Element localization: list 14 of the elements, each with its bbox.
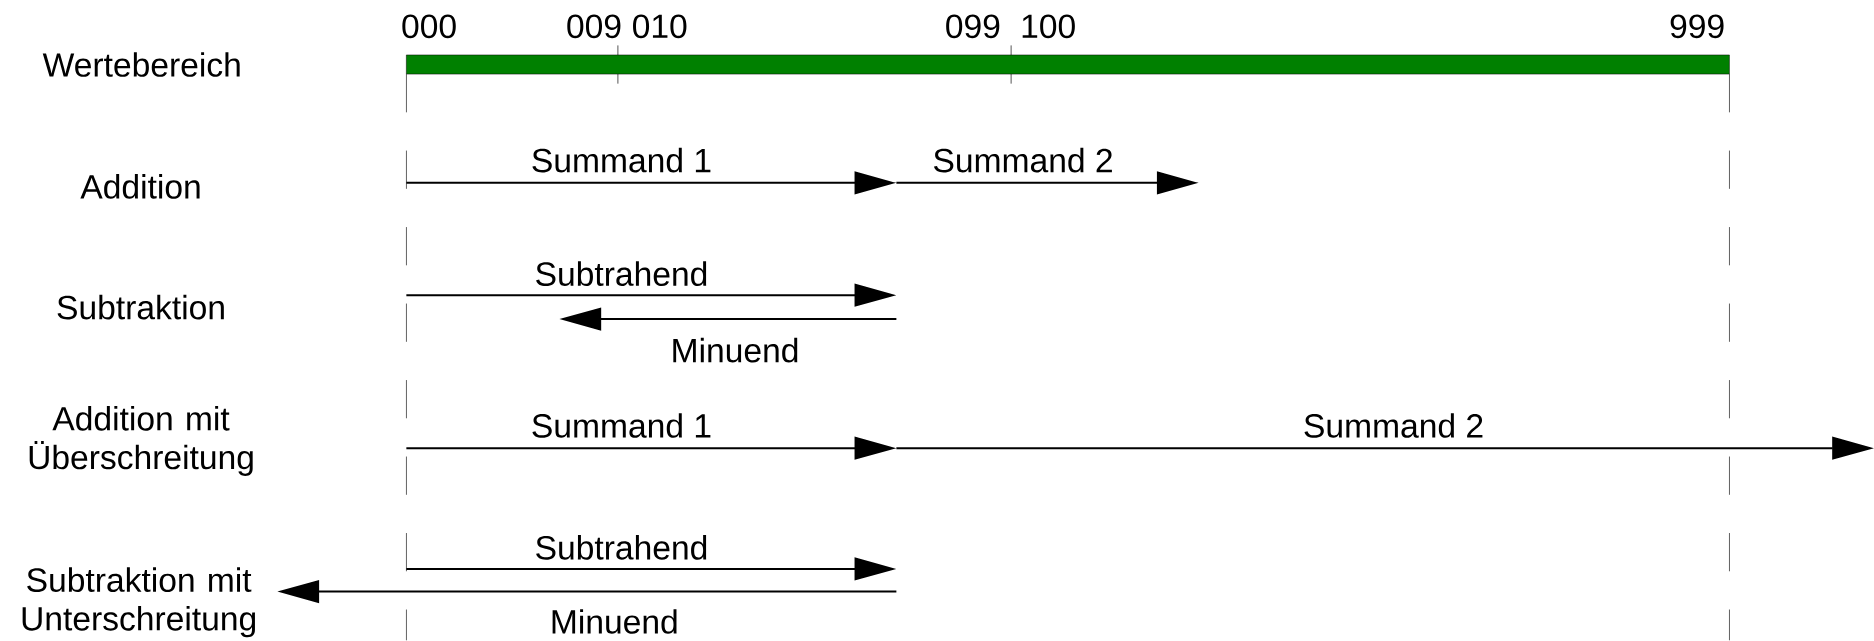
- row-label: Addition mit Überschreitung: [29, 406, 253, 477]
- arrow-label: Summand 1: [532, 413, 711, 438]
- arrow-label: Minuend: [552, 609, 677, 634]
- arrow-label: Minuend: [673, 338, 798, 363]
- row-label: Wertebereich: [42, 52, 240, 78]
- row-label: Addition: [80, 174, 200, 199]
- row-label: Subtraktion: [57, 295, 224, 320]
- arrow-label: Summand 1: [532, 148, 711, 173]
- arrow-label: Subtrahend: [536, 535, 707, 560]
- row-label: Subtraktion mit Unterschreitung: [22, 567, 256, 638]
- arrow-label: Subtrahend: [536, 261, 707, 287]
- arrow-label: Summand 2: [1304, 413, 1483, 438]
- range-bar: [406, 54, 1730, 75]
- arrow-label: Summand 2: [934, 148, 1112, 173]
